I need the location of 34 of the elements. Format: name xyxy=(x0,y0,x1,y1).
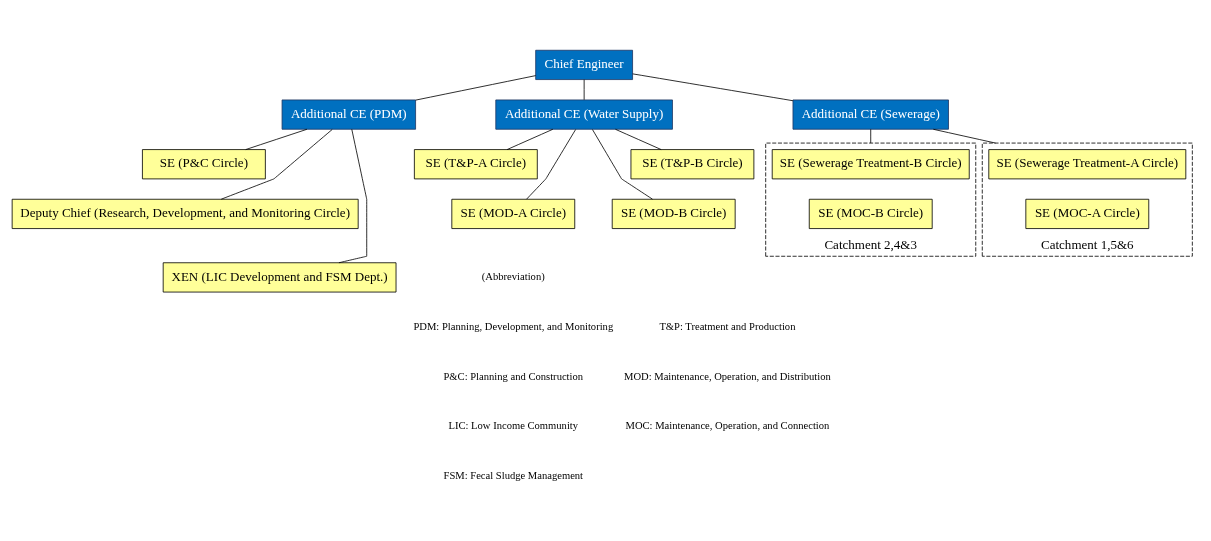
label: (Abbreviation) xyxy=(481,271,545,283)
connector xyxy=(592,129,653,200)
node-box: Additional CE (Sewerage) xyxy=(792,99,949,130)
label: MOC: Maintenance, Operation, and Connection xyxy=(625,420,830,432)
connector xyxy=(506,128,554,150)
connector xyxy=(870,128,872,144)
node-box: Deputy Chief (Research, Development, and Monitoring Circle) xyxy=(11,198,359,229)
connector xyxy=(632,73,794,102)
connector xyxy=(526,129,577,200)
connector xyxy=(932,128,996,144)
node-box: SE (Sewerage Treatment-B Circle) xyxy=(771,149,970,180)
node-box: Additional CE (PDM) xyxy=(281,99,416,130)
connector xyxy=(220,129,333,200)
connector xyxy=(338,128,368,264)
node-box: Additional CE (Water Supply) xyxy=(495,99,673,130)
node-box: SE (MOC-B Circle) xyxy=(808,198,933,229)
label: PDM: Planning, Development, and Monitoring xyxy=(413,320,614,332)
node-box: SE (MOC-A Circle) xyxy=(1025,198,1150,229)
label: T&P: Treatment and Production xyxy=(659,320,796,332)
label: P&C: Planning and Construction xyxy=(443,370,584,382)
connector xyxy=(415,75,537,101)
node-box: SE (T&P-B Circle) xyxy=(630,149,755,180)
label: FSM: Fecal Sludge Management xyxy=(443,469,584,481)
node-box: SE (MOD-B Circle) xyxy=(611,198,736,229)
node-box: SE (T&P-A Circle) xyxy=(413,149,538,180)
connector xyxy=(615,128,662,150)
node-box: Chief Engineer xyxy=(535,49,633,80)
node-box: SE (P&C Circle) xyxy=(142,149,266,180)
label: MOD: Maintenance, Operation, and Distribution xyxy=(624,370,831,382)
node-box: SE (Sewerage Treatment-A Circle) xyxy=(988,149,1187,180)
node-box: SE (MOD-A Circle) xyxy=(451,198,576,229)
label: LIC: Low Income Community xyxy=(448,420,579,432)
connector xyxy=(245,128,308,150)
node-box: XEN (LIC Development and FSM Dept.) xyxy=(162,262,397,293)
